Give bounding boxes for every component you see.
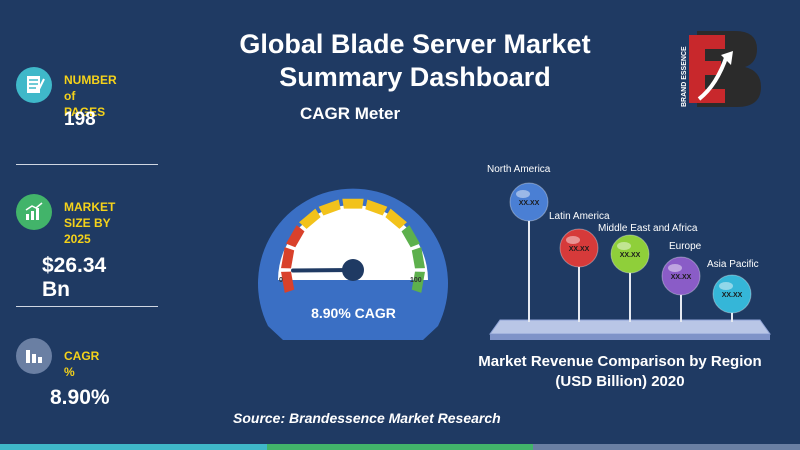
gauge-segment bbox=[299, 208, 321, 229]
region-label: Asia Pacific bbox=[707, 259, 759, 270]
region-ball-highlight bbox=[617, 242, 631, 250]
region-value: XX.XX bbox=[722, 292, 743, 299]
region-value: XX.XX bbox=[620, 252, 641, 259]
bottom-bar-segment bbox=[0, 444, 267, 450]
region-ball bbox=[509, 182, 549, 222]
region-ball-highlight bbox=[516, 190, 530, 198]
region-ball-highlight bbox=[566, 236, 580, 244]
region-value: XX.XX bbox=[569, 246, 590, 253]
gauge-segment bbox=[385, 208, 407, 229]
region-value: XX.XX bbox=[519, 200, 540, 207]
pages-label-line1: NUMBER of bbox=[64, 73, 117, 103]
gauge-segment bbox=[401, 225, 420, 248]
market-size-label-line1: MARKET bbox=[64, 200, 116, 214]
region-label: Middle East and Africa bbox=[598, 223, 698, 234]
bottom-color-bar bbox=[0, 444, 800, 450]
region-label: Europe bbox=[669, 241, 702, 252]
region-label: Latin America bbox=[549, 211, 610, 222]
pages-label-line2: PAGES bbox=[64, 105, 106, 119]
gauge-min-label: 0 bbox=[279, 277, 283, 284]
region-value: XX.XX bbox=[671, 274, 692, 281]
cagr-value: 8.90% bbox=[50, 386, 110, 409]
divider bbox=[16, 164, 158, 165]
gauge-segment bbox=[365, 199, 388, 216]
region-comparison-chart: XX.XX XX.XX XX.XX XX.XX XX.XX bbox=[489, 182, 771, 340]
region-label: North America bbox=[487, 164, 551, 175]
bottom-bar-segment bbox=[533, 444, 800, 450]
region-ball bbox=[610, 234, 650, 274]
bar-chart-icon bbox=[16, 338, 52, 374]
region-ball bbox=[559, 228, 599, 268]
chart-caption-line1: Market Revenue Comparison by Region bbox=[478, 353, 762, 370]
page-title: Global Blade Server Market Summary Dashb… bbox=[239, 29, 591, 92]
gauge-segment bbox=[281, 271, 295, 293]
gauge-segment bbox=[411, 247, 425, 269]
market-size-label-line2: SIZE BY 2025 bbox=[64, 216, 111, 246]
gauge-segment bbox=[281, 247, 295, 269]
gauge-scale bbox=[281, 198, 425, 293]
cagr-label: CAGR % bbox=[64, 349, 100, 379]
source-note: Source: Brandessence Market Research bbox=[233, 410, 501, 426]
market-size-value: $26.34 Bn bbox=[42, 254, 107, 301]
growth-chart-icon bbox=[16, 194, 52, 230]
gauge-segment bbox=[318, 199, 341, 216]
region-ball bbox=[661, 256, 701, 296]
divider bbox=[16, 306, 158, 307]
pages-value: 198 bbox=[64, 109, 96, 130]
document-icon bbox=[16, 67, 52, 103]
gauge-segment bbox=[342, 198, 364, 209]
region-ball bbox=[712, 274, 752, 314]
chart-caption: Market Revenue Comparison by Region (USD… bbox=[470, 352, 770, 392]
region-ball-highlight bbox=[719, 282, 733, 290]
cagr-gauge bbox=[258, 188, 449, 340]
cagr-meter-title: CAGR Meter bbox=[299, 104, 401, 123]
logo-text: BRAND ESSENCE bbox=[681, 46, 688, 107]
bottom-bar-segment bbox=[266, 444, 534, 450]
region-ball-highlight bbox=[668, 264, 682, 272]
gauge-segment bbox=[411, 271, 425, 293]
gauge-max-label: 100 bbox=[410, 277, 422, 284]
gauge-hub bbox=[342, 259, 364, 281]
brandessence-logo: BRAND ESSENCE bbox=[677, 25, 765, 111]
gauge-caption: 8.90% CAGR bbox=[311, 305, 396, 321]
gauge-segment bbox=[286, 225, 305, 248]
chart-caption-line2: (USD Billion) 2020 bbox=[555, 373, 685, 390]
